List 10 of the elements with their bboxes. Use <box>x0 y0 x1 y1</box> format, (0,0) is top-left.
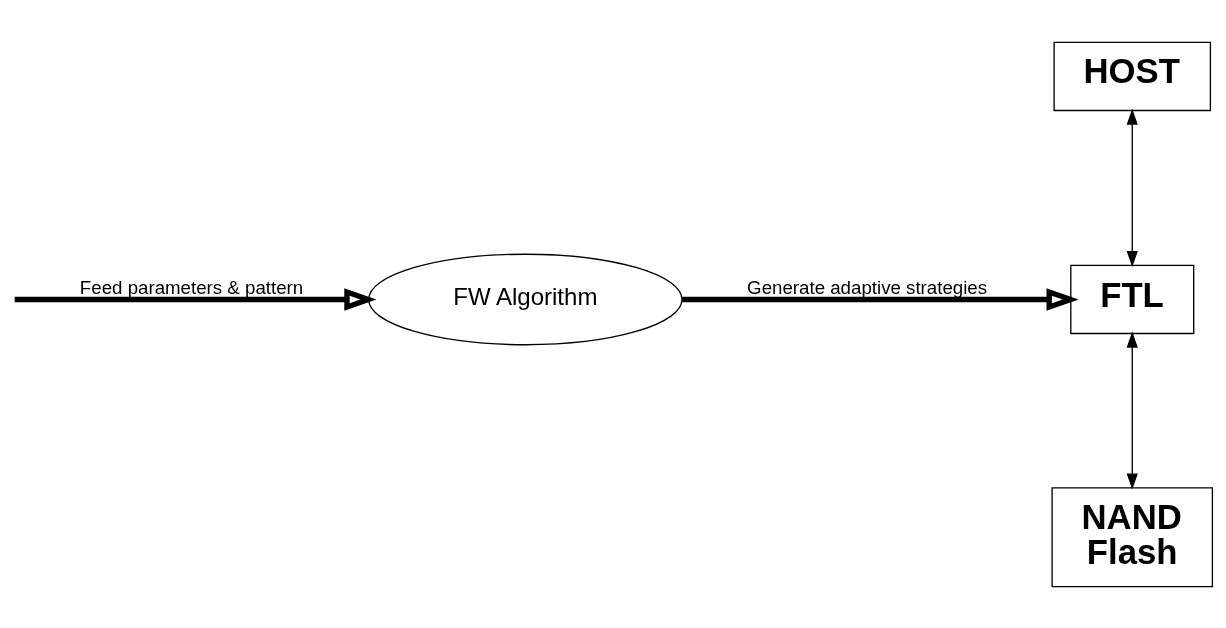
node-box: HOST <box>1053 41 1212 111</box>
node-box: NAND Flash <box>1051 486 1214 587</box>
arrow <box>1126 108 1138 267</box>
edge-label: Generate adaptive strategies <box>747 276 988 298</box>
arrow <box>1126 331 1138 490</box>
arrow <box>682 287 1079 311</box>
node-ellipse: FW Algorithm <box>368 253 683 345</box>
node-box: FTL <box>1070 264 1195 334</box>
edge-label: Feed parameters & pattern <box>79 276 304 298</box>
arrow <box>14 287 377 311</box>
